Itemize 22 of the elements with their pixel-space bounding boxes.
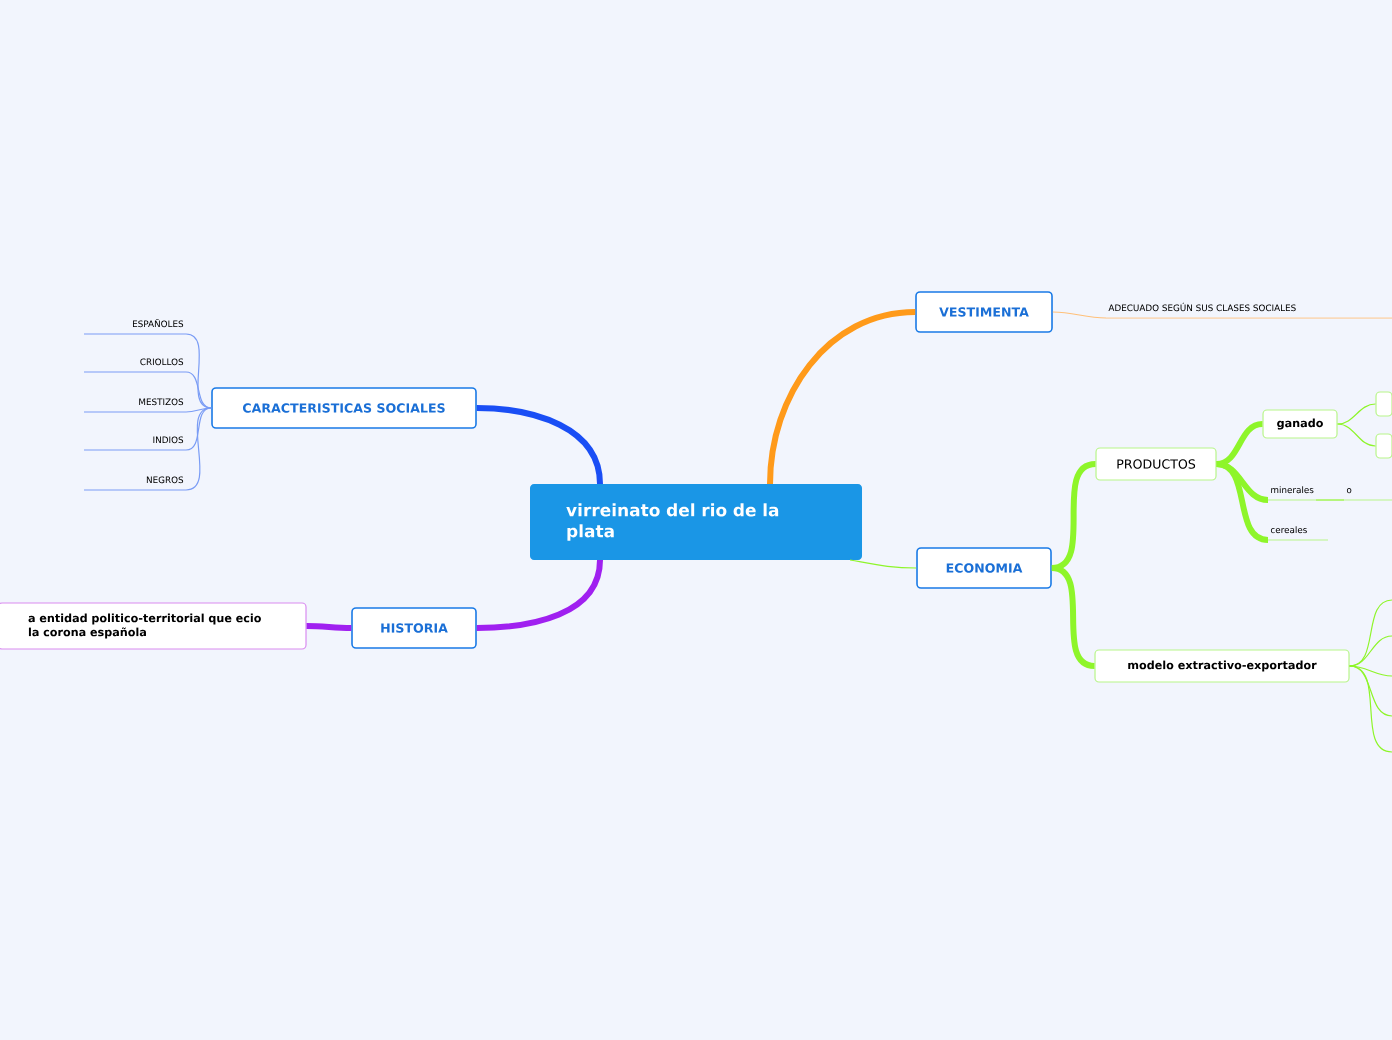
connector [1349, 635, 1392, 667]
subtopic-box [1375, 433, 1392, 459]
connector [476, 559, 603, 631]
connector [1337, 403, 1376, 425]
connector [1315, 499, 1345, 501]
central-topic-box: virreinato del rio de la plata [530, 484, 862, 560]
connector [1216, 421, 1263, 467]
connector [767, 309, 916, 485]
connector [185, 333, 212, 409]
connector [1349, 665, 1392, 753]
connector [185, 371, 212, 409]
connector [1337, 423, 1376, 447]
connector [306, 623, 352, 631]
connector [476, 405, 603, 485]
connector [1052, 311, 1107, 319]
connector [1216, 461, 1269, 543]
connector [185, 407, 212, 491]
connector [849, 559, 917, 569]
connector [1216, 461, 1269, 503]
connector [185, 407, 212, 451]
connector [1349, 665, 1392, 717]
subtopic-box [1375, 391, 1392, 417]
